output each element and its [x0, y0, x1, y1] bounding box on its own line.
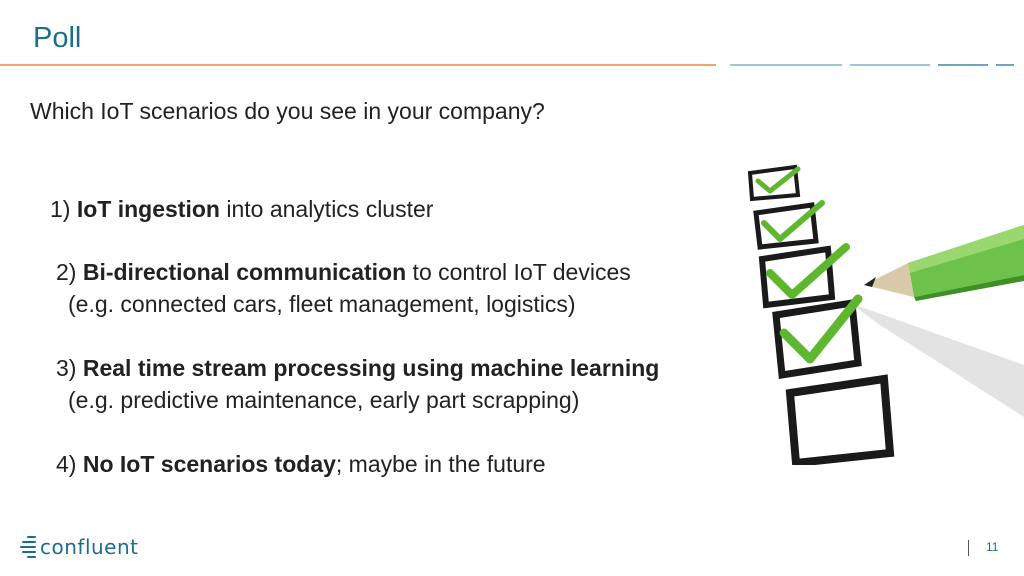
title-rule-segment	[996, 64, 1014, 66]
option-number: 4)	[56, 451, 77, 477]
page-number: 11	[986, 540, 999, 554]
title-rule-segment	[730, 64, 842, 66]
poll-question: Which IoT scenarios do you see in your c…	[30, 98, 545, 124]
title-rule-segment	[850, 64, 930, 66]
option-number: 2)	[56, 259, 77, 285]
option-text: to control IoT devices	[406, 259, 631, 285]
checklist-with-pen-icon	[747, 164, 1024, 465]
poll-option-1: 1) IoT ingestion into analytics cluster	[50, 196, 433, 223]
option-bold-text: Bi-directional communication	[82, 259, 407, 285]
footer-logo: confluent	[20, 533, 139, 561]
poll-option-2-example: (e.g. connected cars, fleet management, …	[68, 291, 576, 317]
confluent-logo-icon	[20, 536, 36, 558]
option-bold-text: No IoT scenarios today	[82, 451, 336, 477]
option-bold-text: IoT ingestion	[76, 196, 220, 222]
footer-separator	[968, 540, 969, 556]
poll-option-3: 3) Real time stream processing using mac…	[56, 355, 659, 382]
poll-option-4: 4) No IoT scenarios today; maybe in the …	[56, 451, 546, 478]
option-text: ; maybe in the future	[335, 451, 546, 477]
option-number: 1)	[50, 196, 71, 222]
title-rule-segment	[938, 64, 988, 66]
slide-title: Poll	[33, 22, 82, 54]
poll-option-3-example: (e.g. predictive maintenance, early part…	[68, 387, 580, 413]
option-text: into analytics cluster	[219, 196, 434, 222]
poll-option-2: 2) Bi-directional communication to contr…	[56, 259, 631, 286]
logo-text: confluent	[40, 535, 139, 559]
option-number: 3)	[56, 355, 77, 381]
title-rule	[0, 64, 716, 66]
option-bold-text: Real time stream processing using machin…	[82, 355, 660, 381]
